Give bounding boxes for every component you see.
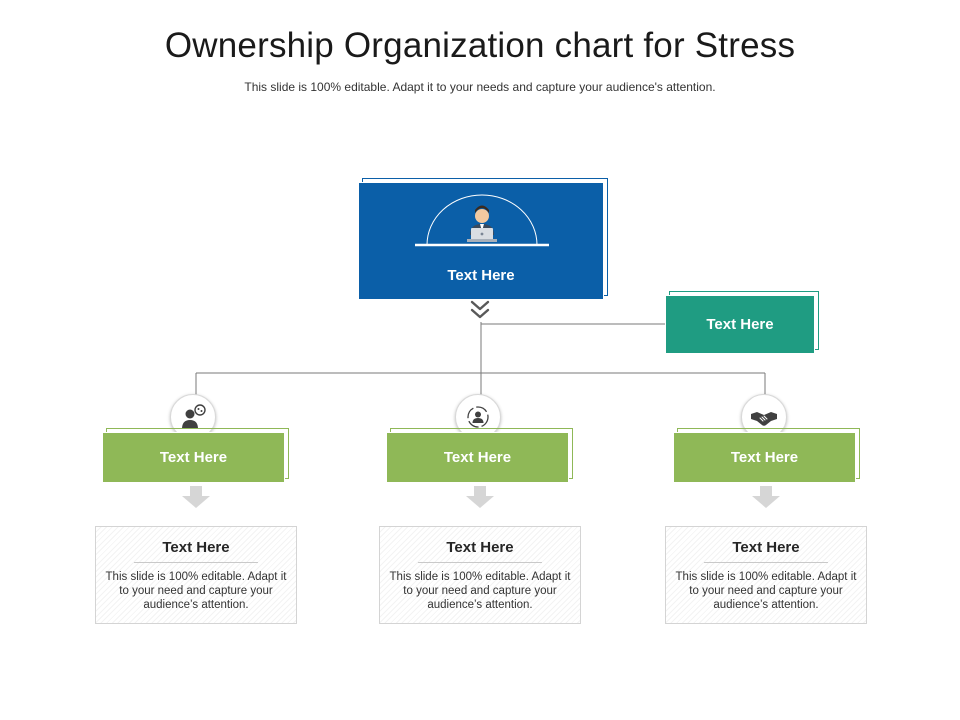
branch-3-card-title: Text Here xyxy=(732,539,800,556)
branch-2-card: Text Here This slide is 100% editable. A… xyxy=(379,526,581,624)
top-box-label: Text Here xyxy=(447,267,515,284)
handshake-icon xyxy=(751,412,777,426)
branch-1-card: Text Here This slide is 100% editable. A… xyxy=(95,526,297,624)
branch-2-card-title: Text Here xyxy=(446,539,514,556)
branch-3-card-body: This slide is 100% editable. Adapt it to… xyxy=(675,571,857,611)
side-box[interactable]: Text Here xyxy=(665,291,819,354)
top-box-face: Text Here xyxy=(358,182,604,300)
branch-3-arrow-down-icon xyxy=(752,486,780,508)
top-box[interactable]: Text Here xyxy=(358,178,608,300)
branch-1-box[interactable]: Text Here xyxy=(102,428,289,483)
branch-2-box-face: Text Here xyxy=(386,432,569,483)
page-subtitle: This slide is 100% editable. Adapt it to… xyxy=(244,80,716,94)
branch-3-card: Text Here This slide is 100% editable. A… xyxy=(665,526,867,624)
side-box-label: Text Here xyxy=(706,316,774,333)
branch-2-box[interactable]: Text Here xyxy=(386,428,573,483)
branch-1-card-body: This slide is 100% editable. Adapt it to… xyxy=(105,571,287,611)
branch-3-label: Text Here xyxy=(730,449,799,466)
branch-3-box-face: Text Here xyxy=(673,432,856,483)
double-chevron-down-icon xyxy=(470,300,490,319)
branch-3-box[interactable]: Text Here xyxy=(673,428,860,483)
branch-1-card-title: Text Here xyxy=(162,539,230,556)
page-title: Ownership Organization chart for Stress xyxy=(164,26,796,65)
branch-2-card-divider xyxy=(418,562,542,563)
branch-1-card-divider xyxy=(134,562,258,563)
branch-1-box-face: Text Here xyxy=(102,432,285,483)
branch-2-arrow-down-icon xyxy=(466,486,494,508)
branch-1-arrow-down-icon xyxy=(182,486,210,508)
side-box-face: Text Here xyxy=(665,295,815,354)
person-thinking-icon xyxy=(182,404,206,429)
branch-2-card-body: This slide is 100% editable. Adapt it to… xyxy=(389,571,571,611)
businessman-laptop-icon xyxy=(415,194,549,247)
branch-3-card-divider xyxy=(704,562,828,563)
branch-2-label: Text Here xyxy=(443,449,512,466)
branch-1-label: Text Here xyxy=(159,449,228,466)
user-target-icon xyxy=(467,406,489,428)
